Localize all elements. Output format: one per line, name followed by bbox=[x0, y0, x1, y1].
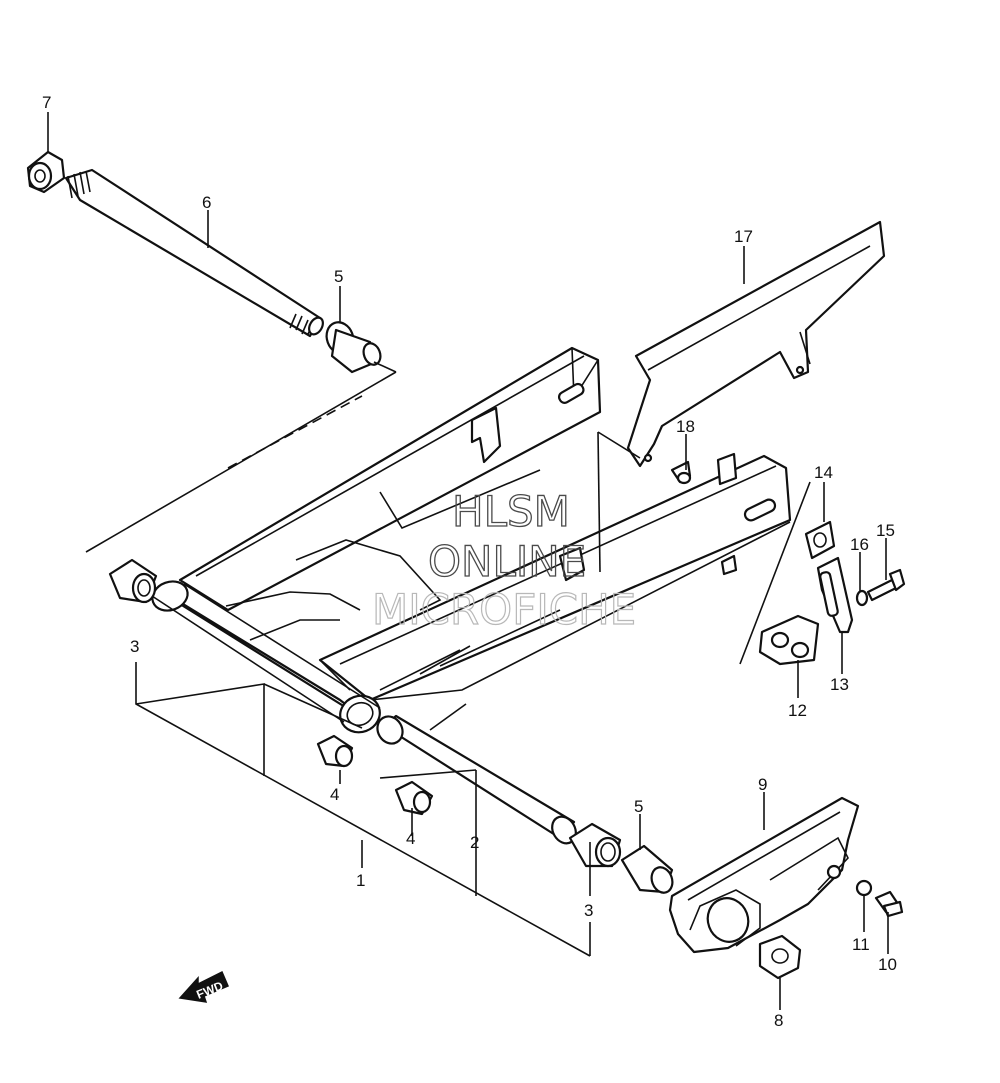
part-15-bolt[interactable] bbox=[866, 568, 906, 602]
callout-15[interactable]: 15 bbox=[876, 521, 895, 540]
callout-2[interactable]: 2 bbox=[470, 833, 479, 852]
callouts: 7 6 5 17 18 14 15 16 13 12 3 4 4 2 1 5 3… bbox=[42, 93, 897, 1030]
part-18-screw[interactable] bbox=[670, 460, 692, 485]
callout-6[interactable]: 6 bbox=[202, 193, 211, 212]
part-3-bearing-left[interactable] bbox=[108, 558, 158, 604]
part-9-chain-guard[interactable] bbox=[668, 796, 860, 954]
callout-14[interactable]: 14 bbox=[814, 463, 833, 482]
callout-3-right[interactable]: 3 bbox=[584, 901, 593, 920]
callout-10[interactable]: 10 bbox=[878, 955, 897, 974]
callout-11[interactable]: 11 bbox=[852, 935, 870, 954]
callout-7[interactable]: 7 bbox=[42, 93, 51, 112]
dashed-centerline bbox=[227, 395, 363, 469]
callout-8[interactable]: 8 bbox=[774, 1011, 783, 1030]
callout-9[interactable]: 9 bbox=[758, 775, 767, 794]
callout-12[interactable]: 12 bbox=[788, 701, 807, 720]
part-3-bearing-right[interactable] bbox=[568, 822, 622, 868]
part-6-pivot-shaft[interactable] bbox=[64, 168, 326, 338]
part-4-bushing-a[interactable] bbox=[316, 734, 354, 768]
part-1-swingarm[interactable] bbox=[148, 346, 792, 738]
part-13-adjuster[interactable] bbox=[816, 556, 854, 634]
watermark-line3: MICROFICHE bbox=[372, 585, 636, 634]
fwd-label: FWD bbox=[194, 978, 225, 1001]
watermark: HLSM ONLINE MICROFICHE bbox=[371, 486, 636, 634]
callout-3-left[interactable]: 3 bbox=[130, 637, 139, 656]
part-2-pivot-tube[interactable] bbox=[373, 712, 581, 848]
part-16-washer[interactable] bbox=[855, 589, 869, 607]
callout-17[interactable]: 17 bbox=[734, 227, 753, 246]
part-5-collar-upper[interactable] bbox=[322, 319, 383, 374]
part-8-nut[interactable] bbox=[758, 934, 802, 980]
part-5-collar-lower[interactable] bbox=[620, 844, 676, 896]
fwd-arrow: FWD bbox=[178, 970, 229, 1003]
leader-lines bbox=[47, 112, 889, 1010]
callout-18[interactable]: 18 bbox=[676, 417, 695, 436]
callout-1[interactable]: 1 bbox=[356, 871, 365, 890]
part-17-chain-case[interactable] bbox=[626, 220, 886, 468]
part-4-bushing-b[interactable] bbox=[394, 780, 434, 816]
part-14-plate[interactable] bbox=[804, 520, 836, 560]
part-11-nut[interactable] bbox=[855, 879, 873, 897]
callout-5-lower[interactable]: 5 bbox=[634, 797, 643, 816]
watermark-line2: ONLINE bbox=[428, 537, 586, 586]
callout-5-upper[interactable]: 5 bbox=[334, 267, 343, 286]
part-12-bracket[interactable] bbox=[758, 614, 820, 666]
callout-4-b[interactable]: 4 bbox=[406, 829, 415, 848]
callout-16[interactable]: 16 bbox=[850, 535, 869, 554]
callout-4-a[interactable]: 4 bbox=[330, 785, 339, 804]
part-7-nut[interactable] bbox=[26, 150, 66, 194]
part-10-bolt[interactable] bbox=[874, 890, 904, 918]
callout-13[interactable]: 13 bbox=[830, 675, 849, 694]
watermark-line1: HLSM bbox=[452, 487, 570, 536]
